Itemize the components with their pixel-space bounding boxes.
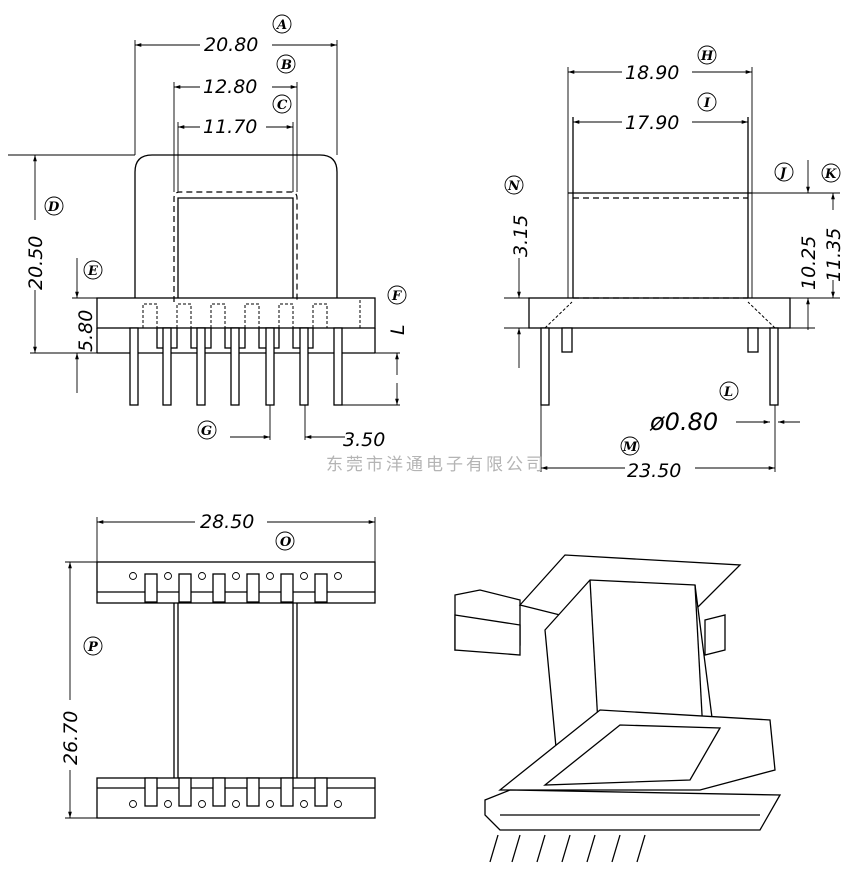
- dim-k: 11.35: [823, 228, 845, 282]
- label-g: G: [201, 424, 212, 439]
- label-a: A: [275, 18, 287, 33]
- label-c: C: [277, 98, 288, 113]
- label-b: B: [280, 58, 292, 73]
- dim-l: ø0.80: [649, 408, 718, 436]
- label-d: D: [47, 200, 60, 215]
- dim-i: 17.90: [625, 112, 679, 134]
- dim-b: 12.80: [203, 76, 257, 98]
- dim-p: 26.70: [60, 711, 82, 765]
- dim-n: 3.15: [510, 215, 532, 257]
- label-o: O: [280, 535, 292, 550]
- label-p: P: [87, 640, 99, 655]
- front-view: 20.80 12.80 11.70 20.50 5.80 L 3.50: [8, 33, 409, 451]
- label-f: F: [391, 289, 402, 304]
- label-j: J: [777, 166, 787, 181]
- label-m: M: [622, 440, 638, 455]
- side-view: 18.90 17.90 3.15 10.25 11.35 ø0.80 23.50: [504, 60, 845, 482]
- bottom-view: 28.50 26.70: [58, 510, 376, 819]
- dim-e: 5.80: [75, 310, 97, 352]
- dim-j: 10.25: [798, 236, 820, 290]
- dim-d: 20.50: [25, 236, 47, 290]
- company-watermark: 东莞市洋通电子有限公司: [326, 455, 546, 475]
- dim-g: 3.50: [343, 429, 385, 451]
- circled-labels: A B C D E F G H I J K N L M O P: [44, 14, 841, 656]
- label-e: E: [87, 264, 99, 279]
- label-h: H: [700, 49, 714, 64]
- dim-f: L: [387, 324, 409, 335]
- dim-m: 23.50: [627, 460, 681, 482]
- isometric-view: [454, 554, 782, 863]
- label-i: I: [703, 96, 711, 111]
- label-l: L: [723, 385, 733, 400]
- label-k: K: [824, 167, 837, 182]
- front-pins: [129, 303, 343, 406]
- label-n: N: [507, 179, 521, 194]
- bottom-pin-slots: [129, 572, 342, 808]
- dim-c: 11.70: [203, 116, 257, 138]
- dim-h: 18.90: [625, 62, 679, 84]
- dim-o: 28.50: [200, 511, 254, 533]
- dim-a: 20.80: [204, 34, 258, 56]
